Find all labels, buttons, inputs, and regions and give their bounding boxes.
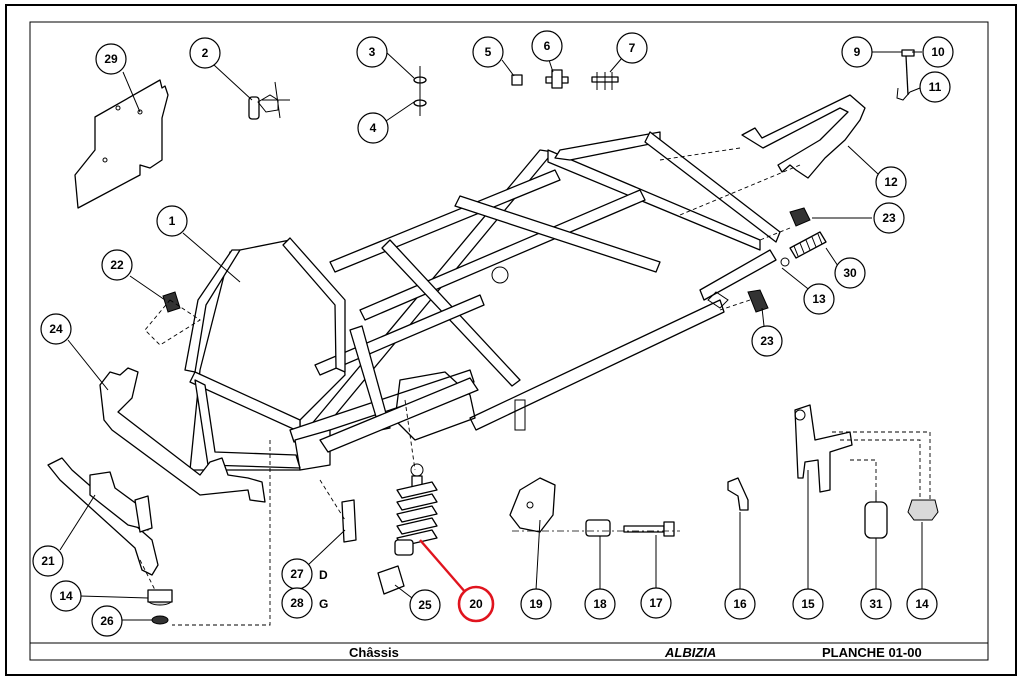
part-rubber-block-23b	[747, 289, 769, 313]
part-chassis-frame	[184, 131, 781, 471]
svg-text:30: 30	[843, 266, 857, 280]
svg-text:4: 4	[370, 121, 377, 135]
title-block: Châssis ALBIZIA PLANCHE 01-00	[349, 645, 922, 660]
callout-15[interactable]: 15	[792, 588, 824, 620]
svg-text:14: 14	[915, 597, 929, 611]
callout-30[interactable]: 30	[834, 257, 866, 289]
part-bracket-16	[727, 477, 749, 511]
svg-text:18: 18	[593, 597, 607, 611]
svg-text:12: 12	[884, 175, 898, 189]
svg-text:16: 16	[733, 597, 747, 611]
svg-text:9: 9	[854, 45, 861, 59]
callout-2[interactable]: 2	[189, 37, 221, 69]
outer-border	[5, 4, 1017, 676]
svg-text:3: 3	[369, 45, 376, 59]
svg-text:27: 27	[290, 567, 304, 581]
callout-24[interactable]: 24	[40, 313, 72, 345]
callout-22[interactable]: 22	[101, 249, 133, 281]
footer-model: ALBIZIA	[664, 645, 716, 660]
part-bolts-small	[511, 69, 619, 90]
part-side-plate	[74, 79, 169, 209]
part-arm	[47, 457, 159, 576]
part-shock-absorber	[394, 463, 438, 556]
svg-text:26: 26	[100, 614, 114, 628]
svg-text:28: 28	[290, 596, 304, 610]
callout-27-side-letter: D	[319, 568, 328, 582]
callout-18[interactable]: 18	[584, 588, 616, 620]
callout-17[interactable]: 17	[640, 587, 672, 619]
svg-text:6: 6	[544, 39, 551, 53]
svg-text:10: 10	[931, 45, 945, 59]
callout-20-highlighted[interactable]: 20	[457, 585, 495, 623]
part-cap	[377, 565, 405, 595]
callouts: 29 2 3 4 5 6 7 9 10 11 12 23 30 13 23 1 …	[32, 30, 954, 637]
callout-13[interactable]: 13	[803, 283, 835, 315]
svg-text:23: 23	[760, 334, 774, 348]
svg-text:14: 14	[59, 589, 73, 603]
footer-plate: PLANCHE 01-00	[822, 645, 922, 660]
svg-text:1: 1	[169, 214, 176, 228]
footer-section: Châssis	[349, 645, 399, 660]
callout-7[interactable]: 7	[616, 32, 648, 64]
svg-text:23: 23	[882, 211, 896, 225]
callout-28[interactable]: 28	[281, 587, 313, 619]
callout-14-left[interactable]: 14	[50, 580, 82, 612]
callout-31[interactable]: 31	[860, 588, 892, 620]
part-bracket-27-28	[341, 499, 357, 543]
svg-text:22: 22	[110, 258, 124, 272]
svg-text:13: 13	[812, 292, 826, 306]
svg-text:31: 31	[869, 597, 883, 611]
callout-5[interactable]: 5	[472, 36, 504, 68]
callout-10[interactable]: 10	[922, 36, 954, 68]
svg-text:21: 21	[41, 554, 55, 568]
parts-drawing	[47, 49, 939, 626]
svg-text:29: 29	[104, 52, 118, 66]
svg-text:20: 20	[469, 597, 483, 611]
svg-text:25: 25	[418, 598, 432, 612]
callout-23b[interactable]: 23	[751, 325, 783, 357]
callout-9[interactable]: 9	[841, 36, 873, 68]
svg-text:2: 2	[202, 46, 209, 60]
part-rubber-block-23a	[789, 207, 811, 227]
callout-26[interactable]: 26	[91, 605, 123, 637]
callout-1[interactable]: 1	[156, 205, 188, 237]
part-spring-30	[780, 231, 827, 267]
part-cylinder	[864, 501, 888, 539]
callout-21[interactable]: 21	[32, 545, 64, 577]
svg-text:19: 19	[529, 597, 543, 611]
svg-text:11: 11	[929, 80, 942, 94]
part-rear-bar	[99, 367, 266, 503]
part-bush-right	[907, 499, 939, 521]
callout-4[interactable]: 4	[357, 112, 389, 144]
svg-text:5: 5	[485, 45, 492, 59]
svg-text:24: 24	[49, 322, 63, 336]
callout-14-right[interactable]: 14	[906, 588, 938, 620]
part-spacer	[585, 519, 611, 537]
leader-lines	[59, 51, 923, 621]
callout-25[interactable]: 25	[409, 589, 441, 621]
callout-6[interactable]: 6	[531, 30, 563, 62]
callout-16[interactable]: 16	[724, 588, 756, 620]
callout-11[interactable]: 11	[919, 71, 951, 103]
svg-text:15: 15	[801, 597, 815, 611]
svg-text:7: 7	[629, 41, 636, 55]
callout-28-side-letter: G	[319, 597, 328, 611]
part-hitch-bracket	[794, 404, 853, 493]
callout-29[interactable]: 29	[95, 43, 127, 75]
callout-3[interactable]: 3	[356, 36, 388, 68]
part-rubber-block-22	[162, 291, 181, 313]
svg-text:17: 17	[649, 596, 663, 610]
inner-border	[29, 21, 989, 661]
callout-12[interactable]: 12	[875, 166, 907, 198]
part-guard	[741, 94, 866, 179]
part-clamp	[248, 81, 290, 120]
part-pin	[896, 49, 915, 101]
callout-19[interactable]: 19	[520, 588, 552, 620]
callout-23a[interactable]: 23	[873, 202, 905, 234]
callout-27[interactable]: 27	[281, 558, 313, 590]
